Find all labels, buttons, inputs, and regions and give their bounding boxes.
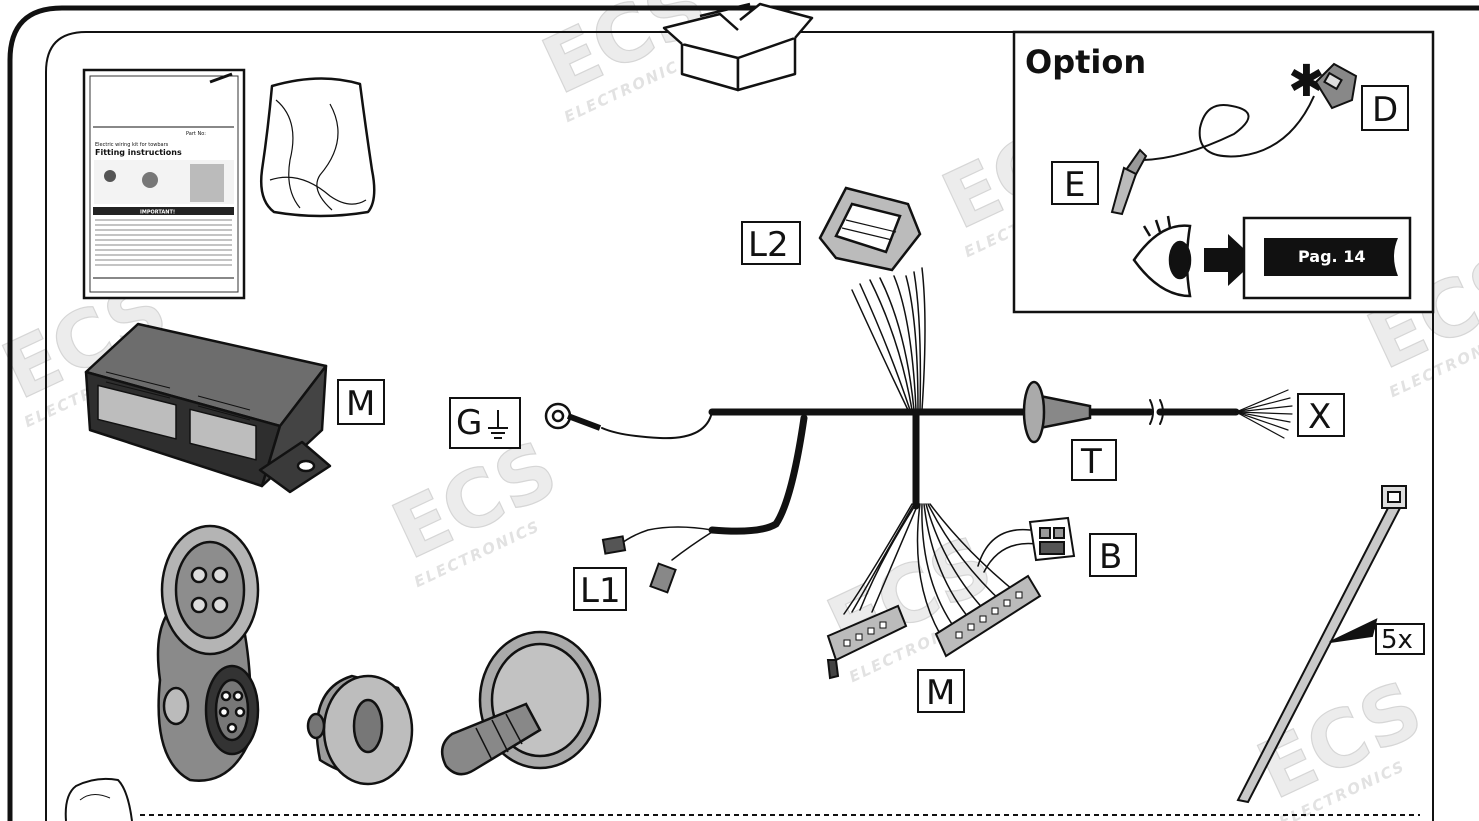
ground-icon xyxy=(488,410,508,439)
socket-icon xyxy=(156,524,260,782)
svg-text:5x: 5x xyxy=(1381,625,1413,655)
manual-icon: Part No: Electric wiring kit for towbars… xyxy=(82,68,246,300)
option-title: Option xyxy=(1025,43,1146,81)
manual-part-no: Part No: xyxy=(186,131,206,137)
cable-grommet-t xyxy=(1022,380,1092,444)
label-m-connector: M xyxy=(917,669,965,713)
label-qty: 5x xyxy=(1375,623,1425,655)
connector-l2 xyxy=(818,186,922,272)
ring-terminal xyxy=(544,402,602,431)
connector-l1 xyxy=(601,535,677,594)
manual-title: Fitting instructions xyxy=(95,148,182,157)
small-bag-icon xyxy=(64,777,133,821)
svg-text:T: T xyxy=(1080,442,1102,482)
label-g: G xyxy=(449,397,521,449)
svg-text:D: D xyxy=(1372,90,1398,130)
svg-text:X: X xyxy=(1308,397,1331,437)
socket-seal-icon xyxy=(440,630,602,776)
arrow-right-icon xyxy=(1204,234,1256,286)
wiring-harness xyxy=(601,267,1293,635)
connector-m xyxy=(826,574,1042,680)
svg-text:M: M xyxy=(926,673,955,713)
svg-text:L2: L2 xyxy=(748,225,789,265)
svg-text:E: E xyxy=(1064,165,1085,205)
callout-labels: D E L2 M G T xyxy=(337,85,1425,713)
svg-text:B: B xyxy=(1099,537,1122,577)
inner-frame xyxy=(45,31,1434,821)
plastic-bag-icon xyxy=(260,77,376,218)
manual-important: IMPORTANT! xyxy=(140,210,175,216)
label-d: D xyxy=(1361,85,1409,131)
label-b: B xyxy=(1089,533,1137,577)
manual-subtitle: Electric wiring kit for towbars xyxy=(95,142,169,148)
label-x: X xyxy=(1297,393,1345,437)
page-ref-text: Pag. 14 xyxy=(1298,247,1365,266)
label-l1: L1 xyxy=(573,567,627,611)
svg-text:G: G xyxy=(456,403,482,443)
control-module-icon xyxy=(84,322,332,494)
svg-text:M: M xyxy=(346,384,375,424)
grommet-icon xyxy=(306,674,414,786)
label-t: T xyxy=(1071,439,1117,482)
outer-frame xyxy=(7,5,1479,821)
label-l2: L2 xyxy=(741,221,801,265)
eye-icon xyxy=(1132,215,1192,298)
label-e: E xyxy=(1051,161,1099,205)
page-reference: Pag. 14 xyxy=(1242,216,1412,300)
box-icon xyxy=(662,2,814,95)
connector-b xyxy=(1028,516,1076,562)
cable-tie-icon xyxy=(1236,485,1407,804)
label-m-module: M xyxy=(337,379,385,425)
svg-text:L1: L1 xyxy=(580,571,621,611)
option-connector-d xyxy=(1139,62,1358,161)
option-connector-e xyxy=(1110,148,1148,216)
